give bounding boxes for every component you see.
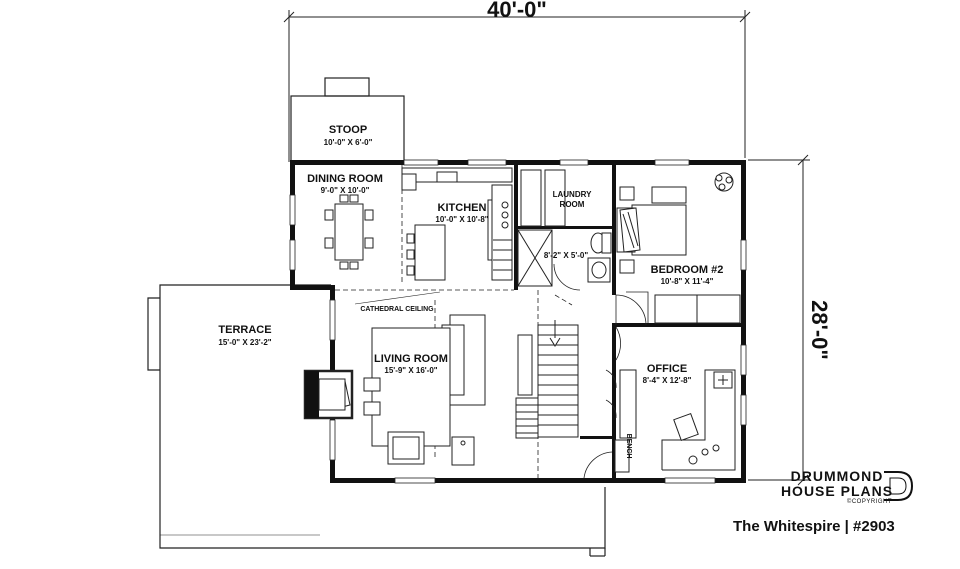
plan-title: The Whitespire | #2903: [733, 518, 895, 535]
cathedral-label: CATHEDRAL CEILING: [360, 306, 434, 313]
dining-size: 9'-0" X 10'-0": [321, 186, 370, 195]
fireplace-inner: [318, 378, 346, 411]
dining-table: [324, 194, 374, 270]
top-dimension-line: [283, 10, 751, 162]
laundry-bath-fixtures: [517, 169, 612, 287]
interior-walls: [514, 165, 742, 478]
living-label: LIVING ROOM: [374, 353, 448, 365]
brand-line1: DRUMMOND: [790, 468, 884, 484]
kitchen-fixtures: [401, 167, 513, 281]
kitchen-size: 10'-0" X 10'-8": [435, 215, 488, 224]
bath-size: 8'-2" X 5'-0": [544, 251, 589, 260]
stoop-outline: [290, 77, 405, 163]
stoop-label: STOOP: [329, 124, 367, 136]
stoop-size: 10'-0" X 6'-0": [324, 138, 373, 147]
overall-depth-label: 28'-0": [807, 300, 832, 360]
bedroom-furniture: [616, 172, 741, 324]
bench-label: BENCH: [625, 434, 632, 459]
kitchen-label: KITCHEN: [438, 202, 487, 214]
brand-block: DRUMMOND HOUSE PLANS ©COPYRIGHT: [752, 468, 922, 506]
terrace-size: 15'-0" X 23'-2": [218, 338, 271, 347]
fireplace-hearth: [305, 371, 319, 418]
brand-line2: HOUSE PLANS: [780, 483, 894, 499]
office-furniture: [614, 369, 736, 473]
terrace-label: TERRACE: [218, 324, 271, 336]
office-label: OFFICE: [647, 363, 687, 375]
cathedral-leader: [354, 291, 441, 305]
laundry-label-2: ROOM: [560, 200, 585, 209]
right-dimension-line: [748, 154, 810, 486]
overall-width-label: 40'-0": [487, 0, 547, 22]
door-swings: [553, 263, 649, 479]
dining-label: DINING ROOM: [307, 173, 383, 185]
bedroom2-size: 10'-8" X 11'-4": [661, 277, 714, 286]
bedroom2-label: BEDROOM #2: [651, 264, 724, 276]
living-size: 15'-9" X 16'-0": [384, 366, 437, 375]
brand-logo-icon: [884, 471, 914, 501]
terrace-outline: [147, 284, 606, 557]
office-size: 8'-4" X 12'-8": [643, 376, 692, 385]
brand-copyright: ©COPYRIGHT: [846, 499, 892, 505]
room-labels: STOOP 10'-0" X 6'-0" DINING ROOM 9'-0" X…: [218, 124, 723, 458]
windows: [289, 159, 747, 484]
staircase: [515, 320, 579, 439]
laundry-label-1: LAUNDRY: [553, 190, 592, 199]
